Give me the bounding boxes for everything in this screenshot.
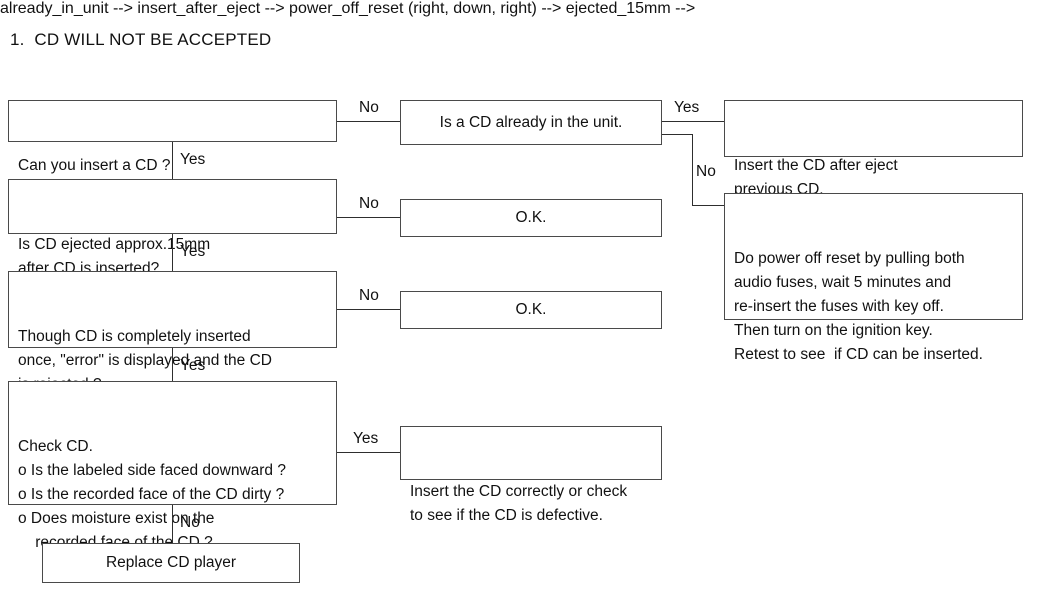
node-check-cd: Check CD. o Is the labeled side faced do… — [8, 381, 337, 551]
edge-already-in-unit-no-seg1 — [662, 134, 693, 135]
edge-label-error-no: No — [359, 287, 379, 304]
node-insert-correctly-text: Insert the CD correctly or check to see … — [410, 483, 628, 524]
node-replace-cd-player: Replace CD player — [42, 543, 300, 583]
node-ok-2: O.K. — [400, 291, 662, 329]
edge-error-no — [337, 309, 400, 310]
edge-label-check-no: No — [180, 514, 200, 531]
page-title: 1. CD WILL NOT BE ACCEPTED — [10, 30, 272, 49]
node-cd-ejected-15mm: Is CD ejected approx.15mm after CD is in… — [8, 179, 337, 277]
node-replace-cd-player-text: Replace CD player — [105, 554, 237, 571]
edge-check-yes — [337, 452, 400, 453]
edge-label-already-in-unit-no: No — [696, 163, 716, 180]
node-insert-after-eject: Insert the CD after eject previous CD. — [724, 100, 1023, 198]
edge-can-insert-yes — [172, 142, 173, 179]
edge-already-in-unit-no-seg2 — [692, 134, 693, 205]
node-error-displayed: Though CD is completely inserted once, "… — [8, 271, 337, 393]
node-power-off-reset-text: Do power off reset by pulling both audio… — [734, 250, 983, 363]
edge-label-error-yes: Yes — [180, 357, 206, 374]
node-insert-correctly: Insert the CD correctly or check to see … — [400, 426, 662, 524]
node-ok-1: O.K. — [400, 199, 662, 237]
node-is-cd-already-in-unit: Is a CD already in the unit. — [400, 100, 662, 145]
node-is-cd-already-in-unit-text: Is a CD already in the unit. — [439, 113, 623, 131]
edge-label-already-in-unit-yes: Yes — [674, 99, 700, 116]
edge-label-check-yes: Yes — [353, 430, 379, 447]
edge-label-can-insert-yes: Yes — [180, 151, 206, 168]
edge-ejected-no — [337, 217, 400, 218]
edge-already-in-unit-yes — [662, 121, 724, 122]
edge-label-can-insert-no: No — [359, 99, 379, 116]
edge-check-no — [172, 505, 173, 543]
edge-error-yes — [172, 348, 173, 381]
edge-label-ejected-no: No — [359, 195, 379, 212]
node-ok-1-text: O.K. — [515, 209, 547, 226]
node-ok-2-text: O.K. — [515, 301, 547, 318]
node-insert-after-eject-text: Insert the CD after eject previous CD. — [734, 157, 898, 198]
edge-label-ejected-yes: Yes — [180, 243, 206, 260]
edge-ejected-yes — [172, 234, 173, 271]
node-power-off-reset: Do power off reset by pulling both audio… — [724, 193, 1023, 363]
node-can-insert-cd: Can you insert a CD ? — [8, 100, 337, 174]
edge-already-in-unit-no-seg3 — [692, 205, 724, 206]
node-can-insert-cd-text: Can you insert a CD ? — [18, 157, 171, 174]
edge-can-insert-no — [337, 121, 400, 122]
